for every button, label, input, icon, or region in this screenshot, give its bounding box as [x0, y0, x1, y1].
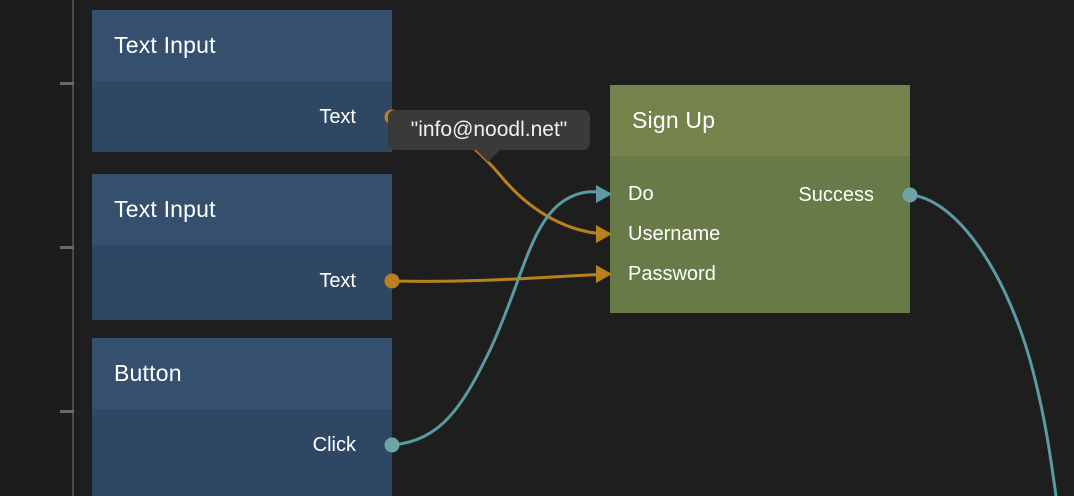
- tooltip-tail: [475, 149, 501, 162]
- node-body-text-input-2: [92, 245, 392, 320]
- node-button-1[interactable]: Button: [92, 338, 392, 496]
- node-header-text-input-1[interactable]: Text Input: [92, 10, 392, 81]
- node-text-input-2[interactable]: Text Input: [92, 174, 392, 320]
- connection-click-to-do[interactable]: [390, 190, 612, 447]
- node-header-text-input-2[interactable]: Text Input: [92, 174, 392, 245]
- node-sign-up[interactable]: Sign Up: [610, 85, 910, 313]
- port-input-username[interactable]: Username: [628, 222, 721, 245]
- node-title-button-1: Button: [114, 360, 182, 386]
- port-dot-text[interactable]: [384, 273, 400, 289]
- ruler-tick: [60, 410, 74, 413]
- ruler-tick: [60, 246, 74, 249]
- tooltip-text: "info@noodl.net": [410, 118, 568, 141]
- port-dot-click[interactable]: [384, 437, 400, 453]
- port-input-password[interactable]: Password: [628, 262, 716, 285]
- node-body-button-1: [92, 409, 392, 496]
- value-tooltip: "info@noodl.net": [388, 110, 590, 150]
- port-output-text[interactable]: Text: [319, 105, 356, 128]
- port-dot-success[interactable]: [902, 187, 918, 203]
- port-input-do[interactable]: Do: [628, 182, 654, 205]
- node-text-input-1[interactable]: Text Input: [92, 10, 392, 152]
- port-output-success[interactable]: Success: [798, 183, 874, 206]
- port-output-text[interactable]: Text: [319, 269, 356, 292]
- node-title-sign-up: Sign Up: [632, 107, 716, 133]
- connection-text2-to-password[interactable]: [390, 272, 612, 283]
- node-body-text-input-1: [92, 81, 392, 152]
- port-output-click[interactable]: Click: [312, 433, 356, 456]
- node-header-sign-up[interactable]: Sign Up: [610, 85, 910, 156]
- node-title-text-input-2: Text Input: [114, 196, 216, 222]
- connection-success-out[interactable]: [908, 193, 1058, 496]
- node-body-sign-up: [610, 156, 910, 313]
- port-arrow-icon-password[interactable]: [596, 265, 612, 283]
- port-arrow-icon-do[interactable]: [596, 185, 612, 203]
- ruler-tick: [60, 82, 74, 85]
- node-header-button-1[interactable]: Button: [92, 338, 392, 409]
- node-title-text-input-1: Text Input: [114, 32, 216, 58]
- port-arrow-icon-username[interactable]: [596, 225, 612, 243]
